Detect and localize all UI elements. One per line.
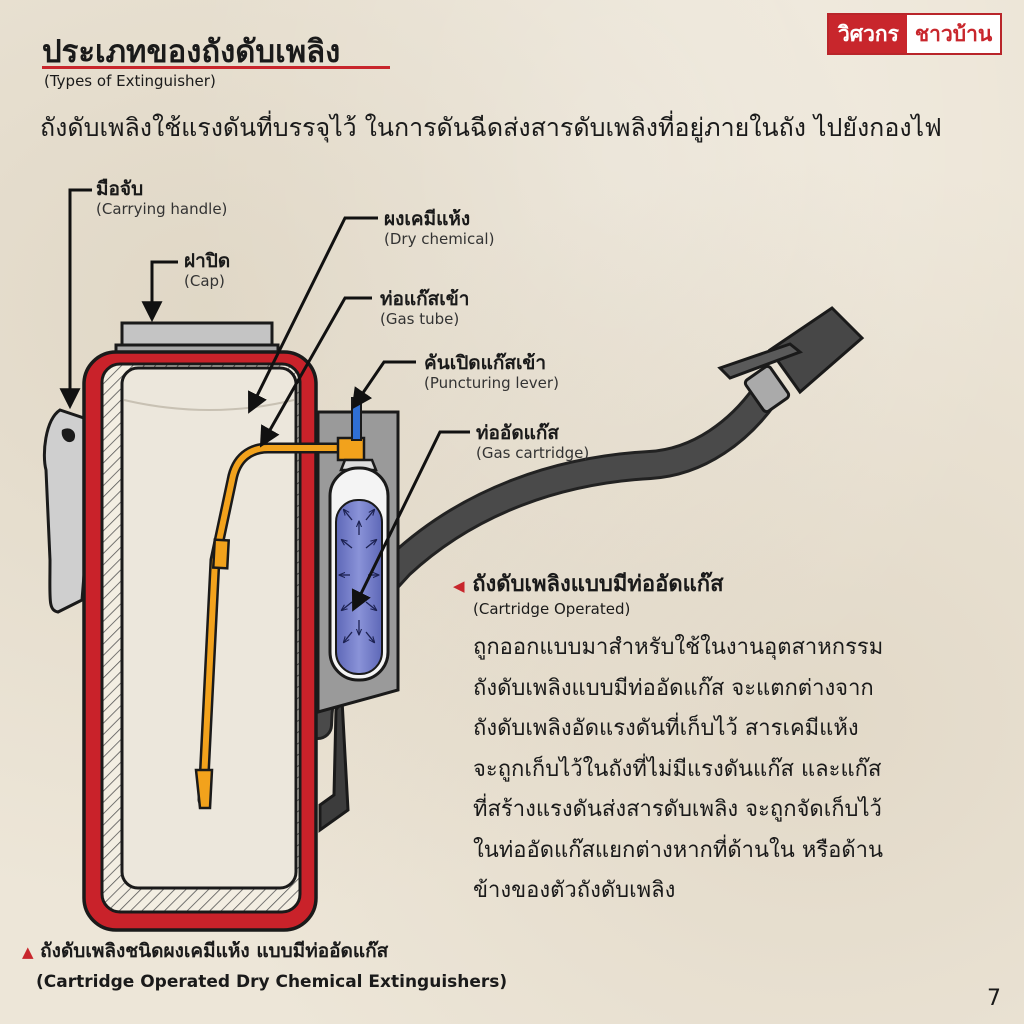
- desc-line: ในท่ออัดแก๊สแยกต่างหากที่ด้านใน หรือด้าน: [473, 837, 884, 863]
- gas-tube: [194, 442, 344, 810]
- page-title-en: (Types of Extinguisher): [44, 72, 216, 90]
- desc-line: ถังดับเพลิงแบบมีท่ออัดแก๊ส จะแตกต่างจาก: [473, 675, 874, 701]
- figure-caption: ▲ ถังดับเพลิงชนิดผงเคมีแห้ง แบบมีท่ออัดแ…: [22, 940, 389, 962]
- up-triangle-icon: ▲: [22, 943, 34, 961]
- tank-cap: [120, 321, 274, 349]
- section-heading: ◀ ถังดับเพลิงแบบมีท่ออัดแก๊ส: [453, 572, 724, 597]
- desc-line: ที่สร้างแรงดันส่งสารดับเพลิง จะถูกจัดเก็…: [473, 797, 882, 822]
- carrying-handle: [42, 395, 92, 614]
- desc-line: ข้างของตัวถังดับเพลิง: [473, 878, 676, 903]
- leader-lines: [59, 188, 470, 612]
- page-title: ประเภทของถังดับเพลิง: [42, 34, 341, 70]
- label-puncturing-lever: คันเปิดแก๊สเข้า (Puncturing lever): [424, 352, 559, 392]
- page-number: 7: [987, 986, 1001, 1011]
- title-underline: [42, 66, 390, 69]
- desc-line: จะถูกเก็บไว้ในถังที่ไม่มีแรงดันแก๊ส และแ…: [473, 756, 882, 782]
- desc-line: ถังดับเพลิงอัดแรงดันที่เก็บไว้ สารเคมีแห…: [473, 716, 859, 741]
- brand-left: วิศวกร: [829, 15, 907, 53]
- gas-cartridge: [328, 458, 390, 682]
- intro-text: ถังดับเพลิงใช้แรงดันที่บรรจุไว้ ในการดัน…: [40, 113, 942, 142]
- hose-nozzle: [717, 306, 865, 414]
- label-handle: มือจับ (Carrying handle): [96, 178, 228, 218]
- label-dry-chemical: ผงเคมีแห้ง (Dry chemical): [384, 208, 495, 248]
- label-cap: ฝาปิด (Cap): [184, 250, 231, 290]
- desc-line: ถูกออกแบบมาสำหรับใช้ในงานอุตสาหกรรม: [473, 635, 884, 660]
- label-gas-cartridge: ท่ออัดแก๊ส (Gas cartridge): [476, 422, 590, 462]
- brand-right: ชาวบ้าน: [914, 22, 993, 46]
- figure-caption-en: (Cartridge Operated Dry Chemical Extingu…: [36, 972, 508, 992]
- label-gas-tube: ท่อแก๊สเข้า (Gas tube): [380, 288, 470, 328]
- section-description: ถูกออกแบบมาสำหรับใช้ในงานอุตสาหกรรม ถังด…: [473, 628, 1003, 912]
- brand-badge: วิศวกร ชาวบ้าน: [827, 13, 1003, 55]
- left-triangle-icon: ◀: [453, 577, 465, 595]
- section-heading-en: (Cartridge Operated): [473, 600, 631, 618]
